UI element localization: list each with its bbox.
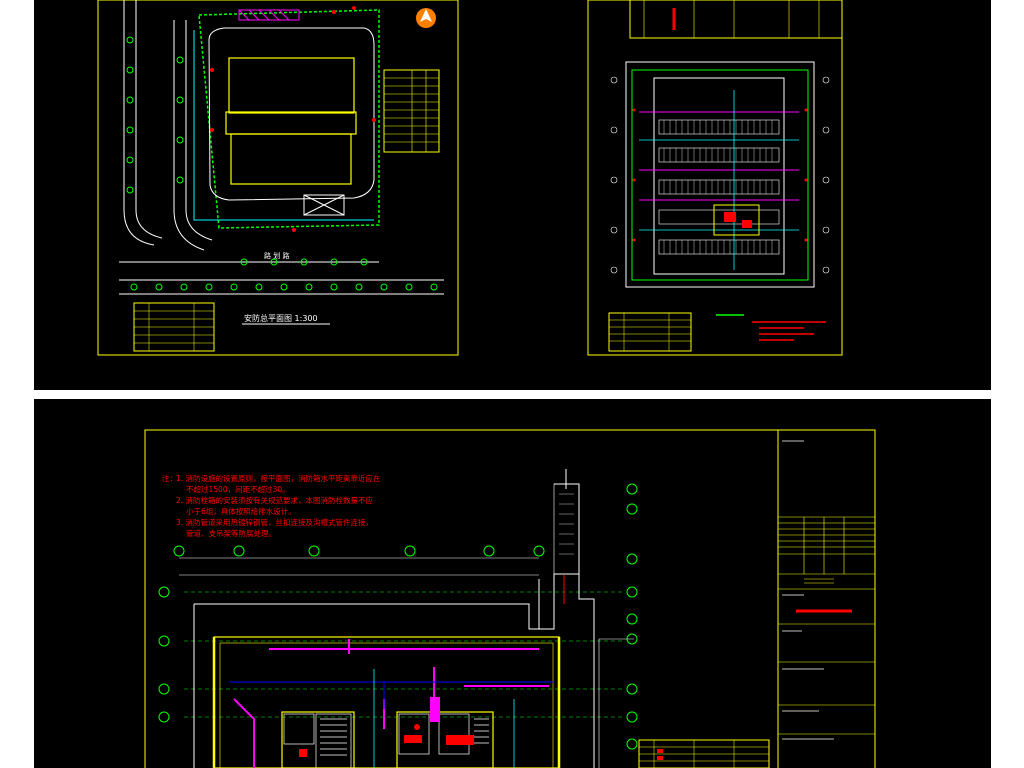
notes-prefix: 注： <box>162 473 177 483</box>
north-arrow-icon <box>416 8 436 28</box>
notes-line-4: 小于6组，具体按照给排水设计。 <box>186 506 296 516</box>
notes-line-3: 2. 消防栓箱的安装须按有关规范要求，本图消防栓数量不应 <box>176 495 374 505</box>
top-drawings-svg: 路 划 路 安防总平面图 1:300 <box>97 0 843 356</box>
notes-line-6: 管道、支吊架等防腐处理。 <box>186 528 276 538</box>
bottom-drawing-svg: 注： 1. 消防设施的设置原则，按平面图，消防箱水平距离靠近应在 不超过1500… <box>144 429 876 768</box>
bottom-drawing-panel: 注： 1. 消防设施的设置原则，按平面图，消防箱水平距离靠近应在 不超过1500… <box>34 399 991 768</box>
detail-floor-plan-sheet: 注： 1. 消防设施的设置原则，按平面图，消防箱水平距离靠近应在 不超过1500… <box>144 429 876 768</box>
notes-line-5: 3. 消防管道采用热镀锌钢管，丝扣连接及沟槽式管件连接， <box>176 517 373 527</box>
parking-plan-sheet <box>587 0 843 356</box>
notes-block: 注： 1. 消防设施的设置原则，按平面图，消防箱水平距离靠近应在 不超过1500… <box>162 473 381 538</box>
notes-line-1: 1. 消防设施的设置原则，按平面图，消防箱水平距离靠近应在 <box>176 473 381 483</box>
notes-line-2: 不超过1500，间距不超过30。 <box>186 484 290 494</box>
site-plan-road-label: 路 划 路 <box>264 251 289 260</box>
site-plan-title: 安防总平面图 1:300 <box>244 313 318 323</box>
site-plan-sheet: 路 划 路 安防总平面图 1:300 <box>97 0 459 356</box>
top-drawing-panel: 路 划 路 安防总平面图 1:300 <box>34 0 991 390</box>
